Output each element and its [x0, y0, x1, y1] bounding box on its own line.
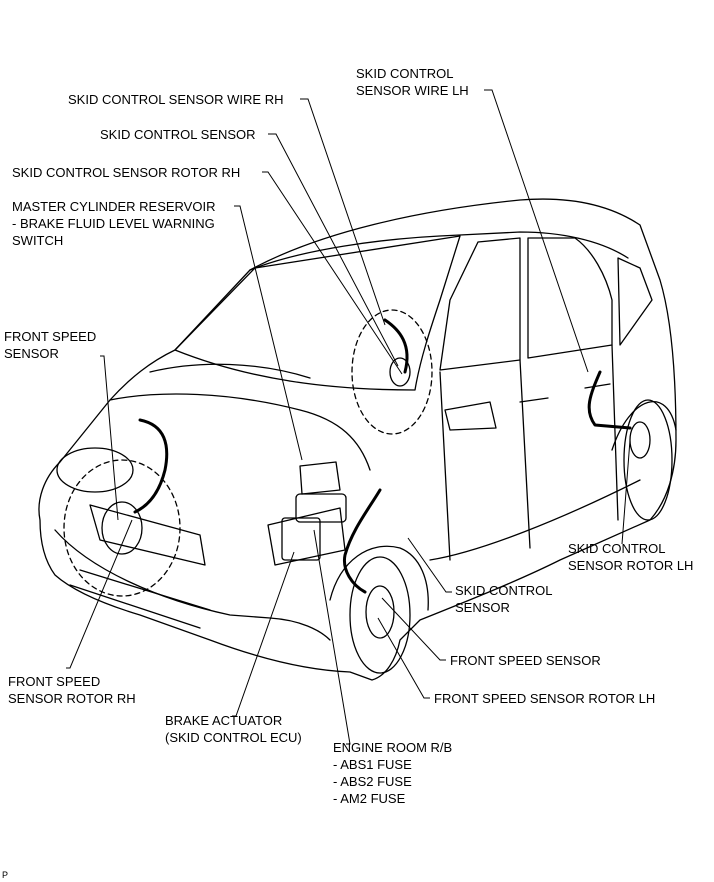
front-wheel-arch-lh	[329, 545, 429, 611]
front-rotor-lh	[365, 585, 395, 639]
hood-center	[149, 363, 311, 379]
side-mirror	[444, 401, 497, 431]
rear-rotor-rh	[389, 357, 411, 387]
leader-skid-wire-rh	[300, 98, 386, 326]
lower-grille	[69, 569, 211, 629]
rear-door-window	[527, 237, 613, 359]
sensor-wire-rear-rh	[383, 318, 409, 374]
label-skid-control-sensor-bottom: SKID CONTROL SENSOR	[455, 583, 553, 615]
sensor-wire-front-rh	[133, 418, 169, 514]
leader-front-speed-rotor-rh	[66, 519, 133, 669]
hood-edge	[109, 393, 371, 471]
leader-skid-rotor-lh	[621, 439, 631, 545]
front-door-window	[439, 237, 521, 371]
leader-skid-sensor-top	[268, 133, 399, 367]
leader-skid-rotor-rh	[262, 171, 403, 375]
car-body-outline	[38, 198, 677, 681]
grille	[89, 504, 206, 566]
rear-rotor-lh	[629, 421, 651, 459]
label-skid-control-sensor-top: SKID CONTROL SENSOR	[100, 127, 256, 142]
label-skid-control-sensor-rotor-lh: SKID CONTROL SENSOR ROTOR LH	[568, 541, 694, 573]
label-skid-control-sensor-wire-lh: SKID CONTROL SENSOR WIRE LH	[356, 66, 469, 98]
rear-wheel-rh	[351, 309, 433, 435]
rear-quarter-window	[617, 257, 653, 346]
leader-brake-actuator	[232, 551, 295, 717]
door-line-front	[439, 344, 619, 561]
corner-mark: P	[2, 870, 9, 880]
label-skid-control-sensor-wire-rh: SKID CONTROL SENSOR WIRE RH	[68, 92, 284, 107]
leader-front-speed-rotor-lh	[377, 617, 430, 699]
front-rotor-rh	[101, 501, 143, 555]
sensor-wire-rear-lh	[587, 370, 632, 430]
label-front-speed-sensor-left: FRONT SPEED SENSOR	[4, 329, 97, 361]
master-cylinder-block	[295, 493, 347, 523]
headlight-right	[267, 507, 346, 566]
label-brake-actuator: BRAKE ACTUATOR (SKID CONTROL ECU)	[165, 713, 302, 745]
leader-front-speed-sensor-right	[381, 597, 446, 661]
label-master-cylinder-reservoir: MASTER CYLINDER RESERVOIR - BRAKE FLUID …	[12, 199, 216, 248]
brake-actuator-block	[281, 517, 321, 561]
leader-engine-room-rb	[313, 529, 351, 745]
bumper	[54, 529, 331, 641]
leader-skid-wire-lh	[484, 89, 589, 373]
roof-line	[249, 231, 629, 271]
rear-wheel-arch	[611, 401, 677, 451]
reservoir-cap	[299, 461, 341, 495]
side-sill	[429, 479, 641, 561]
headlight-left	[56, 447, 134, 493]
sensor-wire-front-lh	[342, 488, 382, 594]
label-engine-room-rb: ENGINE ROOM R/B - ABS1 FUSE - ABS2 FUSE …	[333, 740, 453, 806]
leader-skid-sensor-bottom	[407, 537, 452, 593]
rear-wheel-lh	[623, 399, 673, 521]
label-skid-control-sensor-rotor-rh: SKID CONTROL SENSOR ROTOR RH	[12, 165, 241, 180]
label-front-speed-sensor-right: FRONT SPEED SENSOR	[450, 653, 601, 668]
windshield	[174, 235, 461, 391]
label-front-speed-sensor-rotor-rh: FRONT SPEED SENSOR ROTOR RH	[8, 674, 136, 706]
label-front-speed-sensor-rotor-lh: FRONT SPEED SENSOR ROTOR LH	[434, 691, 656, 706]
door-handles	[519, 383, 611, 403]
leader-master-cylinder	[234, 205, 303, 461]
front-wheel-rh	[63, 459, 181, 597]
leader-front-speed-sensor-left	[100, 355, 119, 521]
front-wheel-lh	[349, 556, 411, 674]
